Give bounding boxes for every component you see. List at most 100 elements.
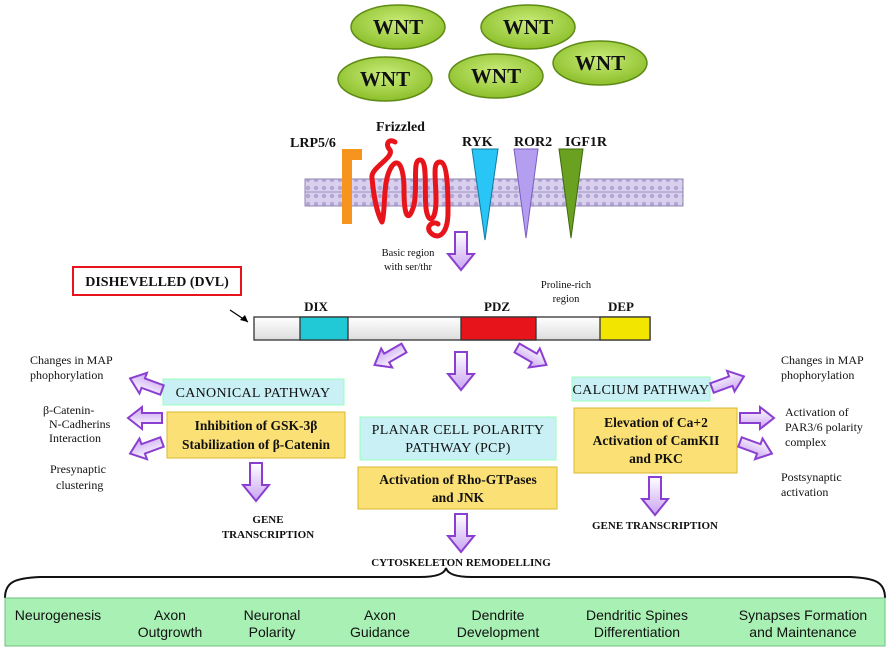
wnt-label: WNT — [471, 64, 521, 88]
dep-label: DEP — [608, 299, 634, 314]
pcp-result: CYTOSKELETON REMODELLING — [371, 557, 551, 569]
canonical-output-3b: clustering — [56, 478, 103, 492]
canonical-header-box: CANONICAL PATHWAY — [162, 378, 345, 406]
dix-label: DIX — [304, 299, 328, 314]
ryk-receptor — [471, 148, 499, 241]
canonical-result-1: GENE — [252, 514, 283, 526]
wnt-ligand-2: WNT — [480, 4, 576, 50]
wnt-label: WNT — [360, 67, 410, 91]
calcium-out-arrow-3 — [735, 430, 777, 465]
canonical-output-2c: Interaction — [49, 431, 101, 445]
canonical-body-box: Inhibition of GSK-3β Stabilization of β-… — [166, 411, 346, 459]
calcium-header-box: CALCIUM PATHWAY — [571, 376, 711, 402]
canonical-result-2: TRANSCRIPTION — [222, 529, 314, 541]
outcome-6-line-2: Differentiation — [594, 624, 680, 640]
canonical-output-3a: Presynaptic — [50, 462, 106, 476]
pcp-header-1: PLANAR CELL POLARITY — [372, 423, 545, 438]
pcp-body-2: and JNK — [432, 490, 485, 505]
igf1r-receptor — [558, 148, 584, 239]
dvl-protein-bar — [253, 316, 651, 341]
igf1r-label: IGF1R — [565, 135, 608, 150]
canonical-output-1b: phophorylation — [30, 368, 103, 382]
dvl-pointer-arrowhead — [240, 315, 248, 322]
calcium-output-1a: Changes in MAP — [781, 353, 864, 367]
calcium-body-box: Elevation of Ca+2 Activation of CamKII a… — [573, 407, 738, 474]
outcome-7-line-2: and Maintenance — [749, 624, 857, 640]
cell-membrane — [304, 178, 684, 207]
calcium-result: GENE TRANSCRIPTION — [592, 520, 718, 532]
wnt-label: WNT — [503, 15, 553, 39]
calcium-output-3a: Postsynaptic — [781, 470, 842, 484]
wnt-label: WNT — [373, 15, 423, 39]
calcium-body-3: and PKC — [629, 451, 683, 466]
outcome-5-line-1: Dendrite — [472, 607, 525, 623]
canonical-header: CANONICAL PATHWAY — [176, 386, 331, 401]
wnt-ligand-3: WNT — [337, 56, 433, 102]
lrp-receptor — [342, 149, 362, 224]
canonical-out-arrow-3 — [125, 430, 167, 465]
outcome-2-line-1: Axon — [154, 607, 186, 623]
membrane-to-dvl-arrow — [447, 231, 475, 271]
canonical-output-2b: N-Cadherins — [49, 417, 111, 431]
basic-region-label-2: with ser/thr — [384, 262, 433, 273]
outcome-3-line-1: Neuronal — [244, 607, 301, 623]
outcome-4-line-1: Axon — [364, 607, 396, 623]
outcome-1-line-1: Neurogenesis — [15, 607, 101, 623]
wnt-ligand-4: WNT — [448, 53, 544, 99]
frizzled-label: Frizzled — [376, 120, 425, 135]
outcome-band — [4, 597, 886, 647]
canonical-body-2: Stabilization of β-Catenin — [182, 437, 331, 452]
canonical-output-2a: β-Catenin- — [43, 403, 94, 417]
calcium-output-3b: activation — [781, 485, 828, 499]
basic-region-label-1: Basic region — [382, 248, 436, 259]
calcium-out-arrow-2 — [739, 406, 775, 430]
dix-domain — [299, 316, 349, 341]
ror2-label: ROR2 — [514, 135, 552, 150]
outcome-2-line-2: Outgrowth — [138, 624, 203, 640]
calcium-output-1b: phophorylation — [781, 368, 854, 382]
outcome-7-line-1: Synapses Formation — [739, 607, 867, 623]
calcium-header: CALCIUM PATHWAY — [573, 383, 710, 398]
outcome-6-line-1: Dendritic Spines — [586, 607, 688, 623]
dvl-title: DISHEVELLED (DVL) — [85, 275, 229, 290]
dvl-title-box: DISHEVELLED (DVL) — [72, 266, 242, 296]
outcome-3-line-2: Polarity — [249, 624, 296, 640]
pcp-to-cytoskeleton-arrow — [447, 513, 475, 553]
outcome-4-line-2: Guidance — [350, 624, 410, 640]
calcium-output-2a: Activation of — [785, 405, 849, 419]
ryk-label: RYK — [462, 135, 493, 150]
canonical-body-1: Inhibition of GSK-3β — [195, 418, 318, 433]
canonical-out-arrow-2 — [127, 406, 163, 430]
calcium-body-2: Activation of CamKII — [593, 433, 720, 448]
pdz-domain — [460, 316, 537, 341]
outcome-bracket — [4, 567, 886, 599]
wnt-ligand-5: WNT — [552, 40, 648, 86]
pcp-body-box: Activation of Rho-GTPases and JNK — [357, 466, 558, 510]
wnt-label: WNT — [575, 51, 625, 75]
canonical-output-1a: Changes in MAP — [30, 353, 113, 367]
ror2-receptor — [513, 148, 539, 239]
pcp-body-1: Activation of Rho-GTPases — [379, 472, 537, 487]
lrp-label: LRP5/6 — [290, 136, 336, 151]
calcium-to-gene-arrow — [641, 476, 669, 516]
frizzled-receptor — [369, 138, 451, 239]
proline-region-label-1: Proline-rich — [541, 280, 592, 291]
dvl-to-calcium-arrow — [510, 337, 553, 376]
outcome-5-line-2: Development — [457, 624, 540, 640]
wnt-ligand-1: WNT — [350, 4, 446, 50]
canonical-out-arrow-1 — [125, 367, 167, 402]
dvl-to-pcp-arrow — [447, 351, 475, 391]
calcium-output-2b: PAR3/6 polarity — [785, 420, 863, 434]
pcp-header-2: PATHWAY (PCP) — [405, 441, 510, 456]
dep-domain — [599, 316, 651, 341]
canonical-to-gene-arrow — [242, 462, 270, 502]
dvl-to-canonical-arrow — [368, 337, 411, 376]
calcium-out-arrow-1 — [707, 365, 749, 400]
pcp-header-box: PLANAR CELL POLARITY PATHWAY (PCP) — [359, 416, 557, 461]
pdz-label: PDZ — [484, 299, 510, 314]
calcium-output-2c: complex — [785, 435, 826, 449]
proline-region-label-2: region — [553, 294, 581, 305]
calcium-body-1: Elevation of Ca+2 — [604, 415, 708, 430]
